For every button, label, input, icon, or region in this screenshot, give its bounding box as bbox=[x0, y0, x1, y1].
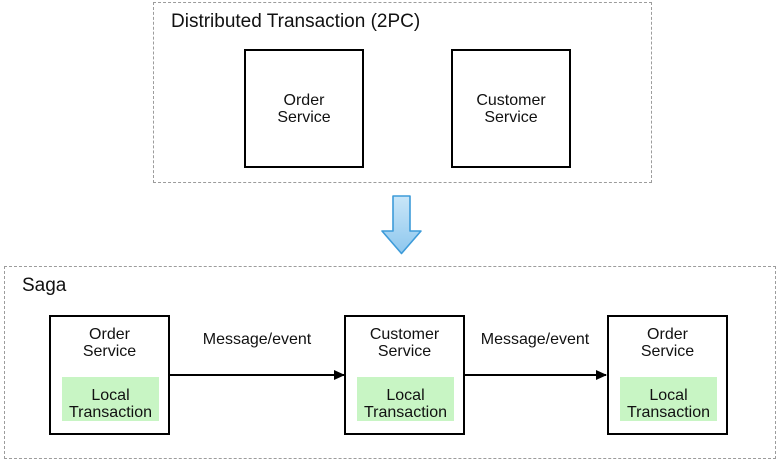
local-transaction-label: Local Transaction bbox=[364, 386, 447, 421]
node-order-service-2pc: Order Service bbox=[244, 49, 364, 168]
arrow-line bbox=[464, 370, 607, 380]
arrowhead-icon bbox=[596, 370, 607, 380]
local-transaction-label: Local Transaction bbox=[69, 386, 152, 421]
two-pc-group-title: Distributed Transaction (2PC) bbox=[171, 11, 421, 32]
node-label: Order Service bbox=[277, 91, 331, 126]
connector-label: Message/event bbox=[480, 331, 590, 348]
node-label: Order Service bbox=[640, 326, 695, 360]
arrowhead-icon bbox=[334, 370, 345, 380]
local-transaction-box: Local Transaction bbox=[357, 377, 454, 421]
local-transaction-box: Local Transaction bbox=[620, 377, 717, 421]
message-event-connector-1: Message/event bbox=[170, 331, 345, 385]
node-label: Customer Service bbox=[369, 326, 440, 360]
node-label: Order Service bbox=[82, 326, 137, 360]
node-order-service-saga-1: Order Service Local Transaction bbox=[49, 315, 170, 435]
arrow-line bbox=[170, 370, 345, 380]
local-transaction-box: Local Transaction bbox=[62, 377, 159, 421]
node-order-service-saga-2: Order Service Local Transaction bbox=[607, 315, 728, 435]
node-customer-service-2pc: Customer Service bbox=[451, 49, 571, 168]
saga-group-title: Saga bbox=[22, 275, 67, 296]
node-label: Customer Service bbox=[476, 91, 546, 126]
down-arrow-icon bbox=[381, 195, 422, 255]
two-pc-group: Distributed Transaction (2PC) Order Serv… bbox=[153, 2, 652, 183]
connector-label: Message/event bbox=[202, 331, 312, 348]
local-transaction-label: Local Transaction bbox=[627, 386, 710, 421]
saga-group: Saga Order Service Local Transaction Mes… bbox=[4, 266, 776, 459]
message-event-connector-2: Message/event bbox=[464, 331, 607, 385]
node-customer-service-saga: Customer Service Local Transaction bbox=[344, 315, 465, 435]
